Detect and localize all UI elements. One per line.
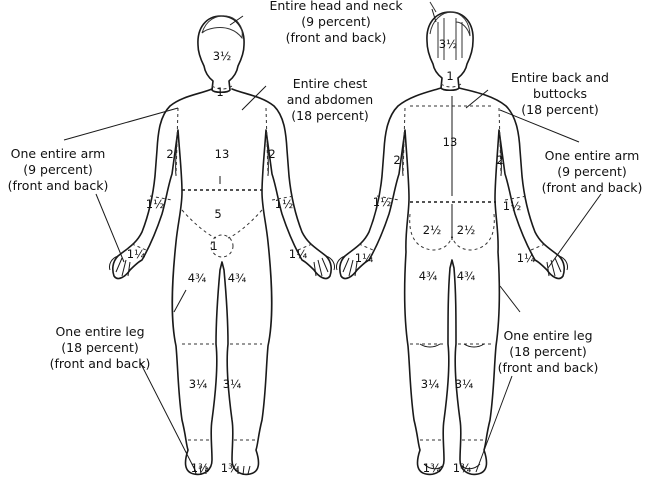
- front-head-value: 3½: [213, 49, 231, 63]
- label-arm-right-2: (9 percent): [557, 164, 627, 179]
- label-back-1: Entire back and: [511, 70, 609, 85]
- label-arm-left-1: One entire arm: [11, 146, 106, 161]
- front-figure: [109, 15, 335, 476]
- label-leg-right-2: (18 percent): [509, 344, 587, 359]
- back-foot-left-value: 1¾: [423, 461, 441, 475]
- front-forearm-right-value: 1½: [275, 197, 293, 211]
- back-hand-right-value: 1¼: [517, 251, 535, 265]
- label-arm-left-3: (front and back): [8, 178, 109, 193]
- front-foot-right-value: 1¾: [221, 461, 239, 475]
- label-back-3: (18 percent): [521, 102, 599, 117]
- back-head-value: 3½: [439, 37, 457, 51]
- back-forearm-right-value: 1½: [503, 199, 521, 213]
- front-values: 3½ 1 13 2 2 1½ 1½ 1¼ 1¼ 5 1 4¾ 4¾ 3¼ 3¼ …: [127, 49, 307, 475]
- front-torso-outline: [112, 88, 332, 476]
- leader-lines: [63, 8, 602, 473]
- back-thigh-left-value: 4¾: [419, 269, 437, 283]
- callout-labels: Entire head and neck (9 percent) (front …: [8, 0, 643, 375]
- front-lower-leg-left-value: 3¼: [189, 377, 207, 391]
- back-forearm-left-value: 1½: [373, 195, 391, 209]
- front-abdomen-value: 5: [214, 207, 221, 221]
- back-upper-arm-right-value: 2: [496, 153, 503, 167]
- front-neck-value: 1: [216, 85, 223, 99]
- back-buttock-left-value: 2½: [423, 223, 441, 237]
- label-arm-right-1: One entire arm: [545, 148, 640, 163]
- back-lower-leg-right-value: 3¼: [455, 377, 473, 391]
- back-thigh-right-value: 4¾: [457, 269, 475, 283]
- front-lower-leg-right-value: 3¼: [223, 377, 241, 391]
- label-arm-left-2: (9 percent): [23, 162, 93, 177]
- back-lower-leg-left-value: 3¼: [421, 377, 439, 391]
- back-hand-left-value: 1¼: [355, 251, 373, 265]
- front-forearm-left-value: 1½: [146, 197, 164, 211]
- front-thigh-right-value: 4¾: [228, 271, 246, 285]
- front-thigh-left-value: 4¾: [188, 271, 206, 285]
- front-upper-arm-right-value: 2: [268, 147, 275, 161]
- front-hand-left-value: 1¼: [127, 247, 145, 261]
- label-leg-left-2: (18 percent): [61, 340, 139, 355]
- label-chest-3: (18 percent): [291, 108, 369, 123]
- label-head-neck-1: Entire head and neck: [269, 0, 403, 13]
- back-head: [426, 11, 474, 92]
- label-leg-right-3: (front and back): [498, 360, 599, 375]
- label-chest-2: and abdomen: [287, 92, 373, 107]
- back-values: 3½ 1 13 2 2 1½ 1½ 1¼ 1¼ 2½ 2½ 4¾ 4¾ 3¼ 3…: [355, 37, 535, 475]
- front-genitals-value: 1: [210, 239, 217, 253]
- label-leg-right-1: One entire leg: [503, 328, 592, 343]
- label-leg-left-1: One entire leg: [55, 324, 144, 339]
- label-chest-1: Entire chest: [293, 76, 368, 91]
- label-arm-right-3: (front and back): [542, 180, 643, 195]
- label-leg-left-3: (front and back): [50, 356, 151, 371]
- label-head-neck-3: (front and back): [286, 30, 387, 45]
- label-back-2: buttocks: [533, 86, 587, 101]
- front-head: [197, 15, 245, 94]
- back-foot-right-value: 1¾: [453, 461, 471, 475]
- back-figure: [336, 1, 568, 476]
- back-neck-value: 1: [446, 69, 453, 83]
- back-torso-outline: [339, 87, 565, 476]
- back-buttock-right-value: 2½: [457, 223, 475, 237]
- back-upper-arm-left-value: 2: [393, 153, 400, 167]
- label-head-neck-2: (9 percent): [301, 14, 371, 29]
- front-hand-right-value: 1¼: [289, 247, 307, 261]
- front-upper-arm-left-value: 2: [166, 147, 173, 161]
- back-back-value: 13: [443, 135, 458, 149]
- front-chest-value: 13: [215, 147, 230, 161]
- front-foot-left-value: 1¾: [191, 461, 209, 475]
